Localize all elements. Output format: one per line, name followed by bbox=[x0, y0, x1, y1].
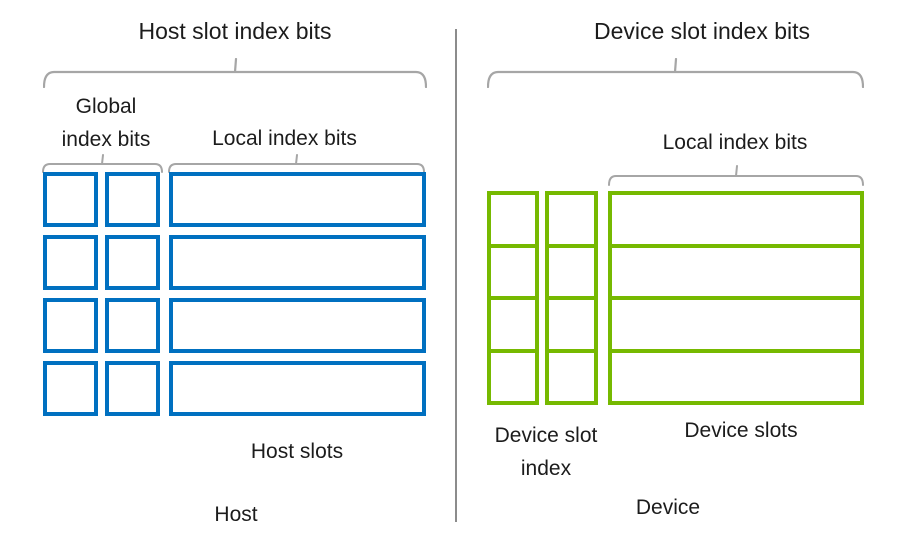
device-slot-index-cell bbox=[549, 248, 594, 300]
device-slot-cell bbox=[612, 300, 860, 353]
device-slot-cell bbox=[612, 248, 860, 300]
device-slots-column bbox=[608, 191, 864, 405]
host-global-index-brace bbox=[42, 154, 163, 173]
host-global-bit-box bbox=[105, 235, 160, 290]
host-local-bits-box bbox=[169, 361, 426, 416]
device-slot-index-cell bbox=[549, 195, 594, 248]
host-label: Host bbox=[214, 503, 258, 526]
host-local-bits-box bbox=[169, 235, 426, 290]
host-slots-label: Host slots bbox=[250, 440, 344, 463]
host-global-bit-box bbox=[43, 235, 98, 290]
host-global-index-label-line2: index bits bbox=[61, 128, 151, 151]
device-slot-index-cell bbox=[491, 248, 535, 300]
host-global-index-label-line1: Global bbox=[75, 95, 137, 118]
device-slot-index-bits-brace bbox=[487, 58, 864, 88]
device-slot-index-label-line2: index bbox=[520, 457, 572, 480]
device-slots-label: Device slots bbox=[684, 419, 798, 442]
host-title: Host slot index bits bbox=[138, 18, 332, 44]
device-slot-index-cell bbox=[549, 300, 594, 353]
host-local-bits-box bbox=[169, 172, 426, 227]
device-slot-cell bbox=[612, 195, 860, 248]
host-local-index-brace bbox=[168, 154, 425, 173]
panel-divider bbox=[455, 29, 457, 522]
host-global-bit-box bbox=[105, 172, 160, 227]
device-slot-index-cell bbox=[491, 300, 535, 353]
device-slot-index-cell bbox=[491, 353, 535, 402]
device-label: Device bbox=[635, 496, 701, 519]
host-local-bits-box bbox=[169, 298, 426, 353]
host-global-bit-box bbox=[105, 298, 160, 353]
device-slot-index-label: Device slot index bbox=[481, 419, 611, 485]
host-global-bit-box bbox=[105, 361, 160, 416]
device-local-index-label: Local index bits bbox=[662, 131, 808, 154]
host-global-index-label: Global index bits bbox=[46, 90, 166, 156]
host-local-index-label: Local index bits bbox=[212, 127, 357, 150]
device-slot-index-cell bbox=[549, 353, 594, 402]
device-slot-index-cell bbox=[491, 195, 535, 248]
device-slot-index-column bbox=[487, 191, 539, 405]
host-global-bit-box bbox=[43, 298, 98, 353]
host-global-bit-box bbox=[43, 361, 98, 416]
device-slot-index-column bbox=[545, 191, 598, 405]
device-slot-cell bbox=[612, 353, 860, 402]
host-global-bit-box bbox=[43, 172, 98, 227]
device-slot-index-label-line1: Device slot bbox=[494, 424, 598, 447]
device-local-index-brace bbox=[608, 165, 864, 186]
host-slot-index-bits-brace bbox=[43, 58, 427, 88]
device-title: Device slot index bits bbox=[593, 18, 811, 44]
